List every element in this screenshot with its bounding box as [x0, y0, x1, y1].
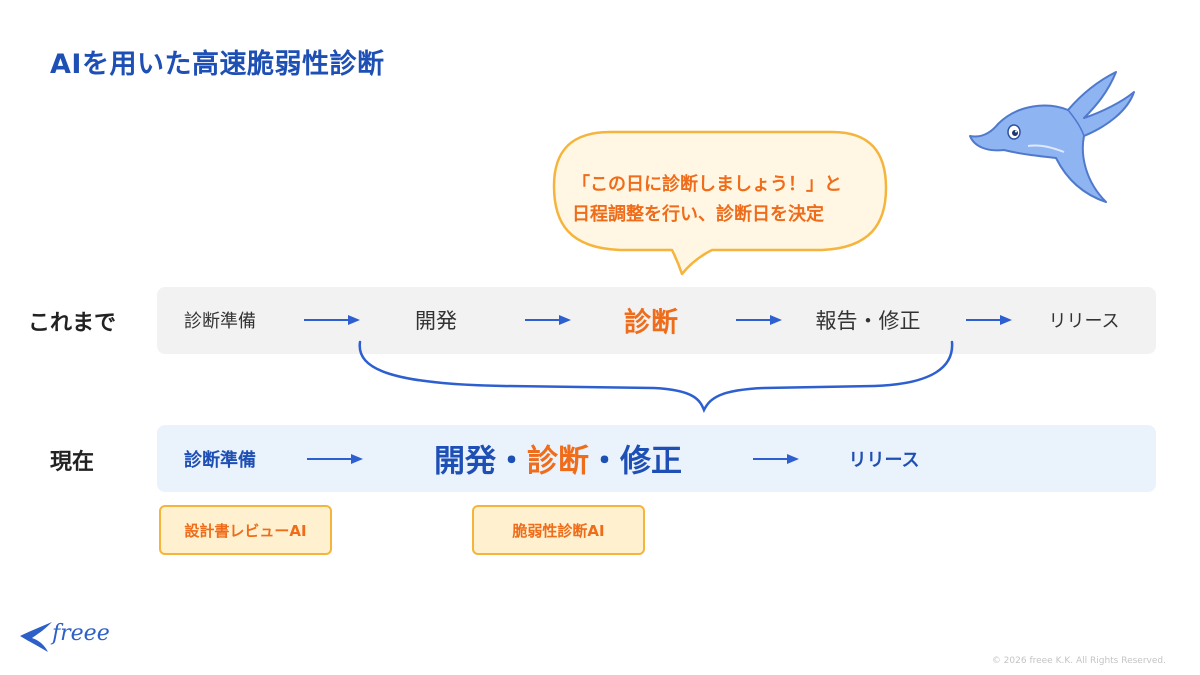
bubble-line-2: 日程調整を行い、診断日を決定 [572, 204, 824, 225]
step-release-before: リリース [1048, 311, 1120, 332]
row-label-before: これまで [28, 311, 117, 336]
step-prep-now: 診断準備 [184, 450, 256, 471]
combined-part-diagnosis: 診断 [527, 443, 589, 480]
step-report-fix-before: 報告・修正 [815, 309, 921, 333]
bubble-line-1: 「この日に診断しましょう！」と [572, 174, 842, 195]
arrow-right-icon [736, 315, 782, 325]
freee-logo-icon [20, 622, 52, 652]
combined-part-dev: 開発・ [434, 443, 527, 480]
step-dev-before: 開発 [415, 309, 457, 333]
tag-design-review-ai: 設計書レビューAI [159, 505, 332, 555]
arrow-right-icon [753, 454, 799, 464]
combined-part-fix: ・修正 [589, 443, 682, 480]
arrow-right-icon [304, 315, 360, 325]
copyright-text: © 2026 freee K.K. All Rights Reserved. [991, 656, 1166, 666]
bubble-text: 「この日に診断しましょう！」と 日程調整を行い、診断日を決定 [572, 170, 842, 230]
brace-connector [358, 340, 954, 414]
tag-vulnerability-ai: 脆弱性診断AI [472, 505, 645, 555]
step-diagnosis-before: 診断 [624, 307, 678, 339]
step-release-now: リリース [848, 450, 920, 471]
row-label-now: 現在 [50, 450, 95, 475]
page-title: AIを用いた高速脆弱性診断 [50, 49, 385, 80]
arrow-right-icon [966, 315, 1012, 325]
arrow-right-icon [307, 454, 363, 464]
bird-mascot-icon [969, 71, 1135, 203]
step-prep-before: 診断準備 [184, 311, 256, 332]
speech-bubble [552, 130, 888, 276]
step-combined-now: 開発・診断・修正 [434, 436, 682, 481]
arrow-right-icon [525, 315, 571, 325]
freee-logo-text: freee [52, 621, 110, 646]
